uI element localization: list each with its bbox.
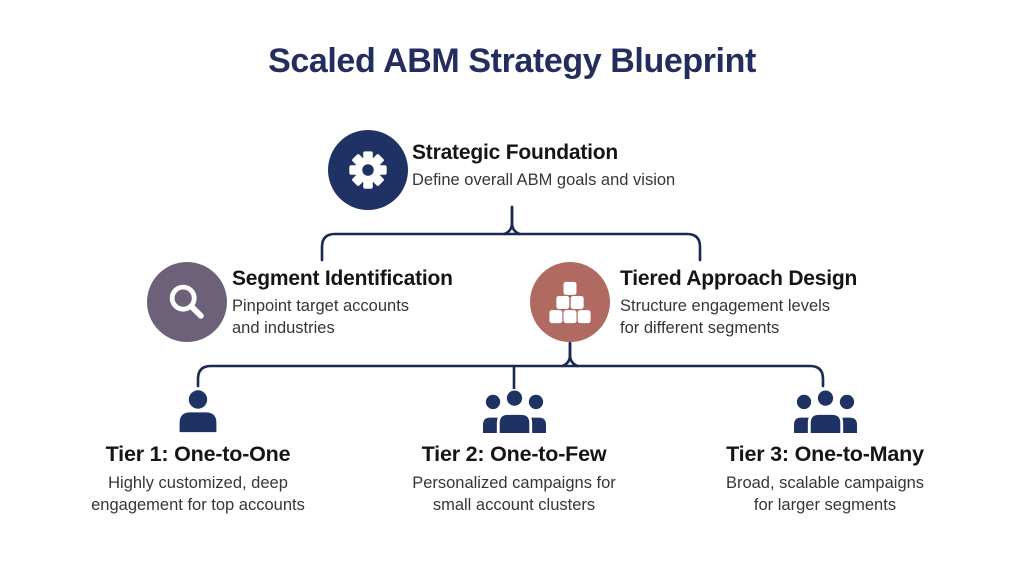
connector-level1-bracket bbox=[320, 232, 702, 262]
connector-level2-bracket bbox=[196, 364, 825, 388]
node-tier-2-one-to-few: Tier 2: One-to-Few Personalized campaign… bbox=[374, 389, 654, 517]
node-tier-3-one-to-many: Tier 3: One-to-Many Broad, scalable camp… bbox=[683, 389, 967, 517]
subtitle-line: small account clusters bbox=[432, 495, 596, 514]
strategic-foundation-circle bbox=[328, 130, 408, 210]
node-title: Strategic Foundation bbox=[412, 141, 619, 164]
tiered-approach-circle bbox=[530, 262, 610, 342]
connector-tiered-stub-right bbox=[568, 341, 579, 368]
page-title: Scaled ABM Strategy Blueprint bbox=[268, 42, 756, 80]
subtitle-line: Highly customized, deep bbox=[108, 474, 288, 492]
node-subtitle: Define overall ABM goals and vision bbox=[412, 171, 676, 189]
tier-subtitle: Personalized campaigns for small account… bbox=[412, 473, 616, 517]
tier-title: Tier 1: One-to-One bbox=[105, 442, 291, 466]
segment-identification-circle bbox=[147, 262, 227, 342]
subtitle-line: Personalized campaigns for bbox=[412, 474, 616, 492]
subtitle-line: for different segments bbox=[620, 318, 780, 337]
subtitle-line: Pinpoint target accounts bbox=[232, 297, 410, 315]
tier-title: Tier 2: One-to-Few bbox=[421, 442, 607, 466]
node-strategic-foundation: Strategic Foundation Define overall ABM … bbox=[412, 141, 675, 192]
people-icon bbox=[482, 389, 546, 433]
people-icon bbox=[793, 389, 857, 433]
connector-tiered-stub bbox=[561, 341, 572, 368]
tier-subtitle: Highly customized, deep engagement for t… bbox=[91, 473, 305, 517]
node-segment-identification: Segment Identification Pinpoint target a… bbox=[232, 267, 453, 340]
tier-subtitle: Broad, scalable campaigns for larger seg… bbox=[726, 473, 924, 517]
node-tier-1-one-to-one: Tier 1: One-to-One Highly customized, de… bbox=[58, 389, 338, 517]
magnifier-icon bbox=[169, 284, 204, 319]
gear-icon bbox=[349, 151, 387, 189]
node-subtitle: Structure engagement levels for differen… bbox=[620, 296, 857, 340]
subtitle-line: for larger segments bbox=[753, 495, 897, 514]
subtitle-line: Structure engagement levels bbox=[620, 297, 831, 315]
blocks-icon bbox=[549, 281, 591, 324]
connector-root-stub-right bbox=[510, 205, 521, 236]
subtitle-line: engagement for top accounts bbox=[91, 495, 305, 514]
tier-title: Tier 3: One-to-Many bbox=[726, 442, 924, 466]
subtitle-line: Broad, scalable campaigns bbox=[725, 474, 925, 492]
node-subtitle: Pinpoint target accounts and industries bbox=[232, 296, 453, 340]
connector-root-stub bbox=[503, 205, 514, 236]
node-tiered-approach: Tiered Approach Design Structure engagem… bbox=[620, 267, 857, 340]
person-icon bbox=[179, 390, 217, 433]
subtitle-line: and industries bbox=[232, 318, 335, 337]
node-title: Segment Identification bbox=[232, 267, 453, 290]
node-title: Tiered Approach Design bbox=[620, 267, 858, 290]
